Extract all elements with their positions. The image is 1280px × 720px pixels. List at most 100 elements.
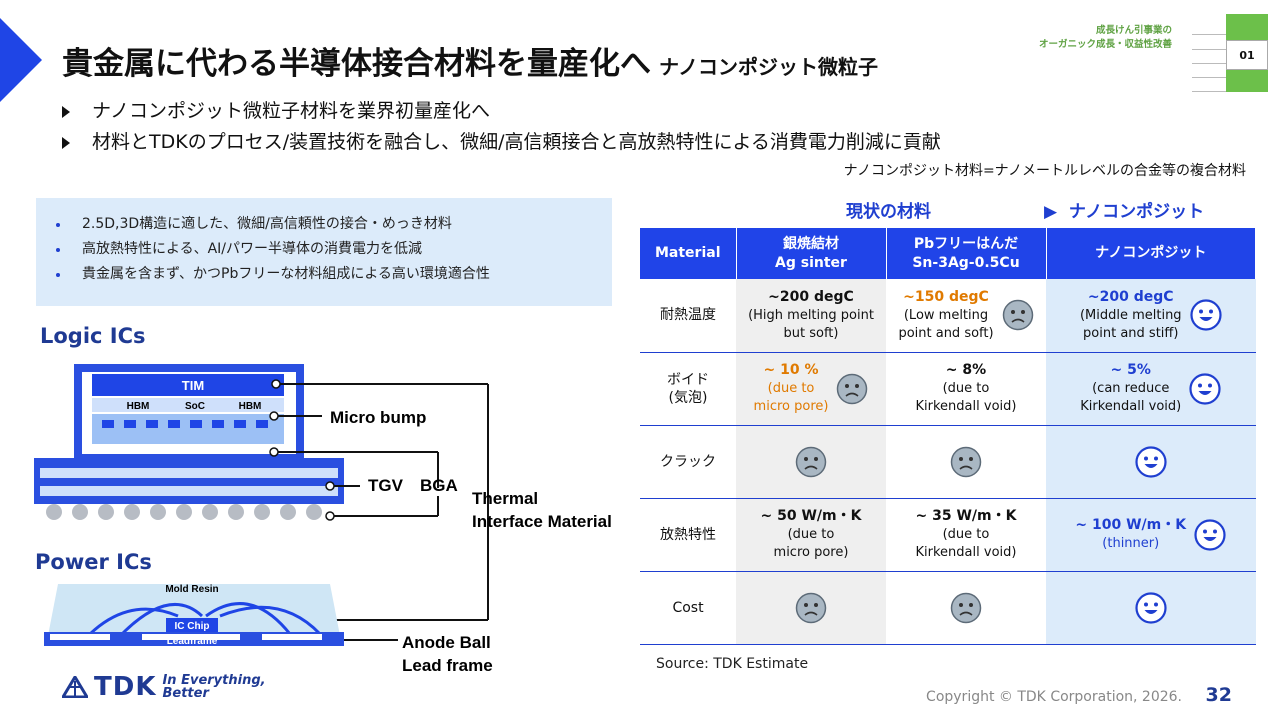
table-cell <box>886 425 1046 499</box>
chapter-box: 01 <box>1188 14 1268 92</box>
table-cell <box>886 571 1046 645</box>
bullet-text: ナノコンポジット微粒子材料を業界初量産化へ <box>92 100 491 122</box>
bullet-dot-icon <box>56 222 60 227</box>
ic-chip <box>166 618 218 632</box>
tag-line-1: 成長けん引事業の <box>1095 25 1172 36</box>
bga-balls <box>46 504 322 520</box>
play-triangle-icon: ▶ <box>1044 202 1058 222</box>
happy-face-icon <box>1194 519 1226 551</box>
definition-note: ナノコンポジット材料=ナノメートルレベルの合金等の複合材料 <box>843 163 1246 179</box>
lead-segment <box>50 634 110 640</box>
title-sub: ナノコンポジット微粒子 <box>659 55 878 79</box>
header-pb-free-solder: Pbフリーはんだ Sn-3Ag-0.5Cu <box>886 228 1047 279</box>
header-material: Material <box>640 228 737 279</box>
row-label: ボイド(気泡) <box>640 352 736 426</box>
page-number: 32 <box>1205 684 1232 706</box>
cell-note: (due to <box>767 381 815 396</box>
tag-line-2: オーガニック成長・収益性改善 <box>1038 39 1172 50</box>
table-cell: ~200 degC (High melting point but soft) <box>736 279 886 353</box>
sad-face-icon <box>950 446 982 478</box>
die-row <box>92 398 284 412</box>
lead-segment <box>262 634 322 640</box>
play-triangle-icon <box>62 136 70 149</box>
power-ics-label: Power ICs <box>35 550 152 574</box>
cell-note: (due to <box>787 527 835 542</box>
cell-value: ~150 degC <box>903 288 989 305</box>
table-cell <box>1046 425 1256 499</box>
table-cell <box>736 571 886 645</box>
header-text: Sn-3Ag-0.5Cu <box>912 254 1020 271</box>
micro-bump-label: Micro bump <box>330 408 426 427</box>
row-label: 放熱特性 <box>640 498 736 572</box>
table-row: 耐熱温度 ~200 degC (High melting point but sof… <box>640 279 1256 353</box>
mold-resin <box>46 584 342 646</box>
cell-note: but soft) <box>783 325 839 341</box>
nanocomposite-label: ▶ ナノコンポジット <box>1044 197 1204 222</box>
logo-word: TDK <box>94 672 157 702</box>
header-text: Pbフリーはんだ <box>913 235 1019 252</box>
cell-note: Kirkendall void) <box>1080 399 1182 414</box>
feature-box: 2.5D,3D構造に適した、微細/高信頼性の接合・めっき材料 高放熱特性による、… <box>36 198 612 306</box>
cell-note: point and soft) <box>898 325 994 341</box>
source-note: Source: TDK Estimate <box>656 656 809 672</box>
key-bullets: ナノコンポジット微粒子材料を業界初量産化へ 材料とTDKのプロセス/装置技術を融… <box>62 96 941 158</box>
tim-label: TIM <box>182 378 204 393</box>
tgv-label: TGV <box>368 476 404 495</box>
cell-note: (Low melting <box>903 307 989 323</box>
header-text: 銀焼結材 <box>783 235 839 252</box>
cell-value: ~ 100 W/m・K <box>1075 517 1187 533</box>
play-triangle-icon <box>62 105 70 118</box>
cell-value: ~200 degC <box>1087 288 1174 305</box>
corner-accent-triangle <box>0 18 42 102</box>
happy-face-icon <box>1189 373 1221 405</box>
cell-note: Kirkendall void) <box>915 545 1017 560</box>
chapter-number: 01 <box>1226 40 1268 70</box>
cell-note: (Middle melting <box>1079 307 1182 323</box>
cell-note: point and stiff) <box>1083 325 1179 341</box>
row-label: 耐熱温度 <box>640 279 736 353</box>
title-main: 貴金属に代わる半導体接合材料を量産化へ <box>62 46 651 82</box>
feature-text: 高放熱特性による、AI/パワー半導体の消費電力を低減 <box>82 241 423 257</box>
leader-lines <box>218 383 489 641</box>
package-diagram: TIM HBM SoC HBM Micro bump TGV BGA Therm… <box>34 364 612 675</box>
table-cell: ~150 degC (Low melting point and soft) <box>886 279 1046 353</box>
row-label: クラック <box>640 425 736 499</box>
ic-chip-label: IC Chip <box>175 621 210 632</box>
current-materials-label: 現状の材料 <box>846 202 931 222</box>
cell-value: ~200 degC <box>768 288 854 305</box>
mold-resin-label: Mold Resin <box>165 584 218 595</box>
tim-layer <box>92 374 284 396</box>
row-label: Cost <box>640 571 736 645</box>
table-row: クラック <box>640 425 1256 499</box>
table-cell: ~200 degC (Middle melting point and stiff) <box>1046 279 1256 353</box>
bullet-dot-icon <box>56 272 60 277</box>
leadframe-label: Leadframe <box>167 636 218 647</box>
sad-face-icon <box>1002 299 1034 331</box>
logo-tagline: In Everything,Better <box>162 674 265 700</box>
happy-face-icon <box>1135 592 1167 624</box>
hbm-label-1: HBM <box>127 401 150 412</box>
bullet-dot-icon <box>56 247 60 252</box>
cell-note: (High melting point <box>748 307 874 323</box>
cell-note: micro pore) <box>773 545 849 560</box>
sad-face-icon <box>836 373 868 405</box>
hbm-label-2: HBM <box>239 401 262 412</box>
happy-face-icon <box>1135 446 1167 478</box>
anode-ball-label: Anode Ball <box>402 633 491 652</box>
sad-face-icon <box>950 592 982 624</box>
logo-line: In Everything, <box>162 673 266 688</box>
happy-face-icon <box>1190 299 1222 331</box>
tdk-logo-icon <box>62 676 88 698</box>
chapter-lines <box>1192 34 1226 92</box>
micro-bumps <box>102 420 268 428</box>
table-cell <box>1046 571 1256 645</box>
sad-face-icon <box>795 592 827 624</box>
row-label-text: ボイド <box>667 371 709 388</box>
cell-note: (thinner) <box>1102 536 1160 551</box>
substrate-layer <box>40 486 338 496</box>
page-title: 貴金属に代わる半導体接合材料を量産化へナノコンポジット微粒子 <box>62 38 878 83</box>
